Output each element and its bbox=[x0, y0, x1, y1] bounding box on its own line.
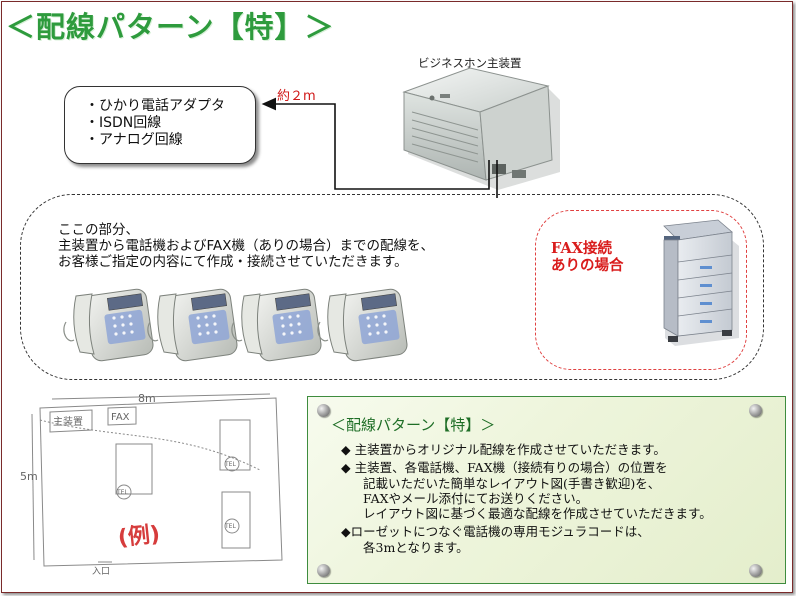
cable-length-label: 約２m bbox=[277, 89, 316, 104]
scope-text-line: ここの部分、 bbox=[58, 222, 139, 238]
note-line: 記載いただいた簡単なレイアウト図(手書き歓迎)を、 bbox=[363, 475, 661, 491]
note-line: FAXやメール添付にてお送りください。 bbox=[363, 490, 589, 506]
note-item: ◆ローゼットにつなぐ電話機の専用モジュラコードは、 各3mとなります。 bbox=[341, 524, 712, 555]
note-panel bbox=[307, 396, 786, 584]
telephone-icon bbox=[63, 288, 154, 362]
list-item: ひかり電話アダプタ bbox=[85, 98, 255, 115]
list-item: ISDN回線 bbox=[85, 115, 255, 132]
list-item: アナログ回線 bbox=[85, 132, 255, 149]
telephone-icon bbox=[231, 288, 322, 362]
fax-label-line: ありの場合 bbox=[551, 257, 624, 274]
incoming-line-box: ひかり電話アダプタ ISDN回線 アナログ回線 bbox=[64, 86, 256, 164]
fax-label-line: FAX接続 bbox=[551, 240, 612, 257]
main-unit-label: ビジネスホン主装置 bbox=[418, 56, 522, 70]
push-pin-icon bbox=[317, 564, 330, 577]
note-line: 各3mとなります。 bbox=[363, 539, 469, 555]
scope-text-line: お客様ご指定の内容にて作成・接続させていただきます。 bbox=[58, 254, 408, 270]
push-pin-icon bbox=[749, 564, 762, 577]
note-line: ◆ローゼットにつなぐ電話機の専用モジュラコードは、 bbox=[341, 524, 650, 540]
telephone-icon bbox=[147, 288, 238, 362]
page-title: ＜配線パターン【特】＞ bbox=[6, 10, 335, 44]
note-item: ◆ 主装置、各電話機、FAX機（接続有りの場合）の位置を 記載いただいた簡単なレ… bbox=[341, 460, 712, 521]
fax-connection-area bbox=[535, 210, 747, 370]
layout-sketch bbox=[31, 393, 283, 567]
wiring-scope-text: ここの部分、 主装置から電話機およびFAX機（ありの場合）までの配線を、 お客様… bbox=[58, 222, 434, 270]
push-pin-icon bbox=[749, 404, 762, 417]
scope-text-line: 主装置から電話機およびFAX機（ありの場合）までの配線を、 bbox=[58, 238, 435, 254]
note-line: レイアウト図に基づく最適な配線を作成させていただきます。 bbox=[363, 506, 712, 522]
wiring-scope-area bbox=[20, 194, 764, 380]
push-pin-icon bbox=[317, 404, 330, 417]
incoming-line-list: ひかり電話アダプタ ISDN回線 アナログ回線 bbox=[85, 98, 255, 149]
note-body: ◆ 主装置からオリジナル配線を作成させていただきます。 ◆ 主装置、各電話機、F… bbox=[341, 442, 712, 558]
line-cable bbox=[261, 97, 498, 198]
note-line: ◆ 主装置、各電話機、FAX機（接続有りの場合）の位置を bbox=[341, 460, 668, 476]
telephone-icon bbox=[317, 288, 408, 362]
note-item: ◆ 主装置からオリジナル配線を作成させていただきます。 bbox=[341, 442, 712, 457]
fax-connection-label: FAX接続 ありの場合 bbox=[551, 240, 624, 274]
business-phone-unit-icon bbox=[402, 67, 560, 190]
note-line: ◆ 主装置からオリジナル配線を作成させていただきます。 bbox=[341, 442, 666, 457]
note-title: ＜配線パターン【特】＞ bbox=[331, 416, 496, 434]
